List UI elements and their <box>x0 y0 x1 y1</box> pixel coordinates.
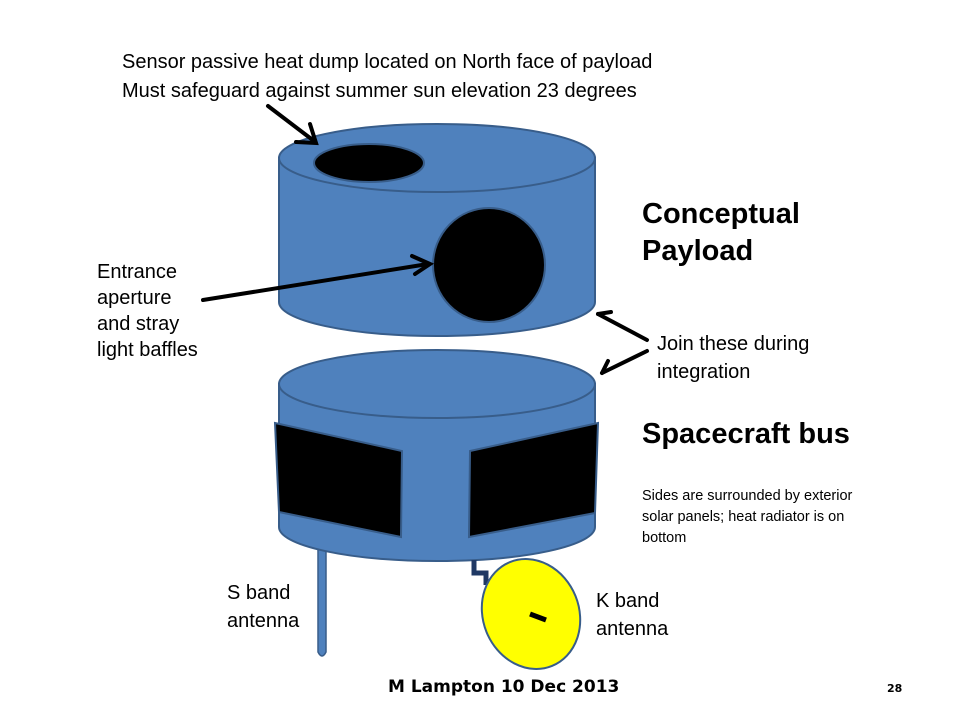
aperture-arrow <box>201 262 430 302</box>
s-band-antenna-rod <box>317 519 327 657</box>
payload-title-line-1: Conceptual <box>642 198 800 230</box>
aperture-arrowhead <box>410 254 435 276</box>
payload-title: Conceptual Payload <box>642 196 800 270</box>
aperture-note-line-2: aperture <box>97 287 172 309</box>
heat-dump-port <box>313 143 425 183</box>
k-band-feed <box>471 560 489 585</box>
bus-note: Sides are surrounded by exterior solar p… <box>642 486 852 549</box>
aperture-note-line-3: and stray <box>97 313 180 335</box>
footer-author: M Lampton 10 Dec 2013 <box>388 677 620 697</box>
payload-cylinder <box>278 123 596 337</box>
s-band-label-line-1: S band <box>227 582 291 604</box>
heat-dump-note-line-2: Must safeguard against summer sun elevat… <box>122 80 637 102</box>
join-note: Join these during integration <box>657 330 809 386</box>
k-band-feed-element <box>529 611 547 623</box>
join-arrow-lower-head <box>600 359 610 375</box>
join-note-line-1: Join these during <box>657 333 810 355</box>
s-band-label: S band antenna <box>227 579 299 635</box>
aperture-note-line-1: Entrance <box>97 261 178 283</box>
solar-panel-right <box>467 421 600 539</box>
aperture-note: Entrance aperture and stray light baffle… <box>97 259 198 363</box>
join-note-line-2: integration <box>657 361 751 383</box>
payload-title-line-2: Payload <box>642 235 754 267</box>
s-band-label-line-2: antenna <box>227 610 300 632</box>
bus-note-line-3: bottom <box>642 530 687 546</box>
heat-dump-arrowhead <box>294 122 319 146</box>
join-arrow-lower <box>600 349 649 375</box>
solar-panel-left <box>273 421 404 539</box>
bus-cylinder <box>273 349 600 562</box>
k-band-label: K band antenna <box>596 587 668 643</box>
k-band-label-line-2: antenna <box>596 618 669 640</box>
bus-top <box>278 349 596 419</box>
heat-dump-note: Sensor passive heat dump located on Nort… <box>122 48 652 106</box>
heat-dump-arrow <box>266 104 316 143</box>
bus-note-line-2: solar panels; heat radiator is on <box>642 509 845 525</box>
bus-note-line-1: Sides are surrounded by exterior <box>642 488 853 504</box>
bus-title: Spacecraft bus <box>642 418 850 450</box>
join-arrow-upper <box>596 312 649 342</box>
page-number: 28 <box>887 682 903 695</box>
heat-dump-note-line-1: Sensor passive heat dump located on Nort… <box>122 51 653 73</box>
aperture-note-line-4: light baffles <box>97 339 198 361</box>
entrance-aperture <box>432 207 546 323</box>
k-band-label-line-1: K band <box>596 590 660 612</box>
join-arrow-upper-head <box>596 310 613 316</box>
